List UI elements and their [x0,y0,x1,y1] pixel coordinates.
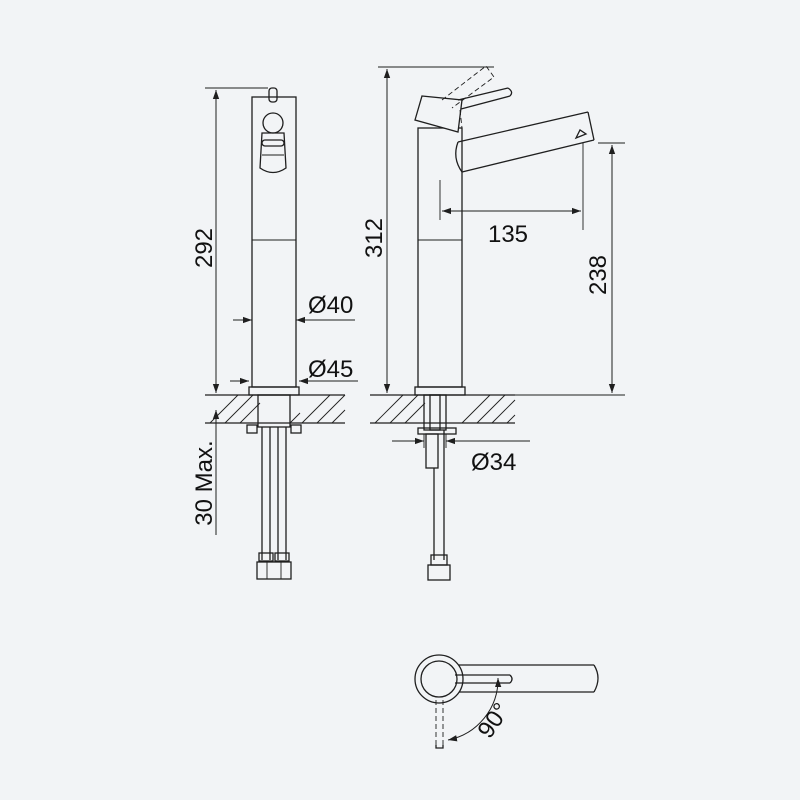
front-supply-pipes [246,394,302,580]
side-base-ring [414,386,466,396]
side-countertop [370,394,516,424]
label-swivel-angle: 90° [472,698,515,743]
dimension-max-counter: 30 Max. [191,410,220,535]
label-side-height: 312 [361,218,388,258]
dimension-hole-diameter: Ø34 [392,434,530,476]
label-max-counter: 30 Max. [191,440,218,525]
front-view: 292 30 Max. Ø40 Ø45 [191,87,358,580]
label-spout-height: 238 [585,255,612,295]
label-front-height: 292 [191,228,218,268]
label-body-diameter: Ø40 [308,292,353,319]
side-handle [414,65,513,133]
label-hole-diameter: Ø34 [471,449,516,476]
dimension-base-diameter: Ø45 [230,356,358,385]
dimension-side-height: 312 [361,66,494,393]
dimension-front-height: 292 [191,87,268,393]
front-countertop [205,394,346,424]
side-spout [455,111,595,173]
dimension-spout-height: 238 [515,142,625,396]
label-spout-reach: 135 [488,221,528,248]
side-supply [417,394,457,581]
side-view: 312 135 238 Ø34 [361,65,625,581]
dimension-spout-reach: 135 [439,143,584,248]
front-lever [259,87,287,174]
top-view: 90° [414,654,599,749]
side-body [417,127,463,388]
dimension-body-diameter: Ø40 [233,292,355,324]
label-base-diameter: Ø45 [308,356,353,383]
front-base-ring [248,386,300,396]
